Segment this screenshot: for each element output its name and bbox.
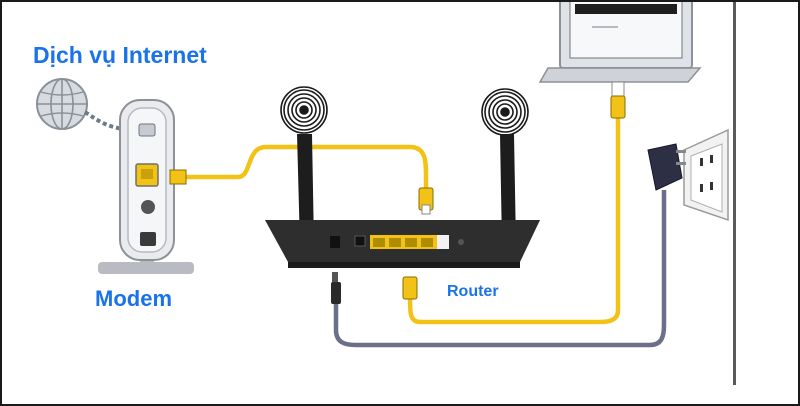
modem-device: [98, 99, 194, 274]
power-cable: [333, 190, 667, 348]
power-adapter-icon: [647, 143, 686, 191]
globe-icon: [36, 78, 88, 130]
wall-edge: [733, 0, 736, 385]
wifi-signal-icon: [280, 86, 328, 134]
ethernet-cable-laptop-router: [407, 100, 621, 325]
wifi-signal-icon: [481, 88, 529, 136]
ethernet-cable-modem-router: [178, 144, 429, 200]
router-device: [265, 134, 540, 284]
power-outlet-icon: [683, 128, 729, 222]
laptop-device: [538, 0, 702, 83]
rj45-plug-modem: [169, 169, 187, 185]
power-plug-router: [331, 282, 341, 304]
rj45-plug-router-wan: [418, 187, 434, 215]
internet-service-label: Dịch vụ Internet: [33, 42, 207, 68]
rj45-plug-laptop: [610, 81, 626, 119]
modem-label: Modem: [95, 286, 172, 311]
router-label: Router: [447, 283, 499, 300]
rj45-plug-router-lan: [402, 276, 418, 300]
